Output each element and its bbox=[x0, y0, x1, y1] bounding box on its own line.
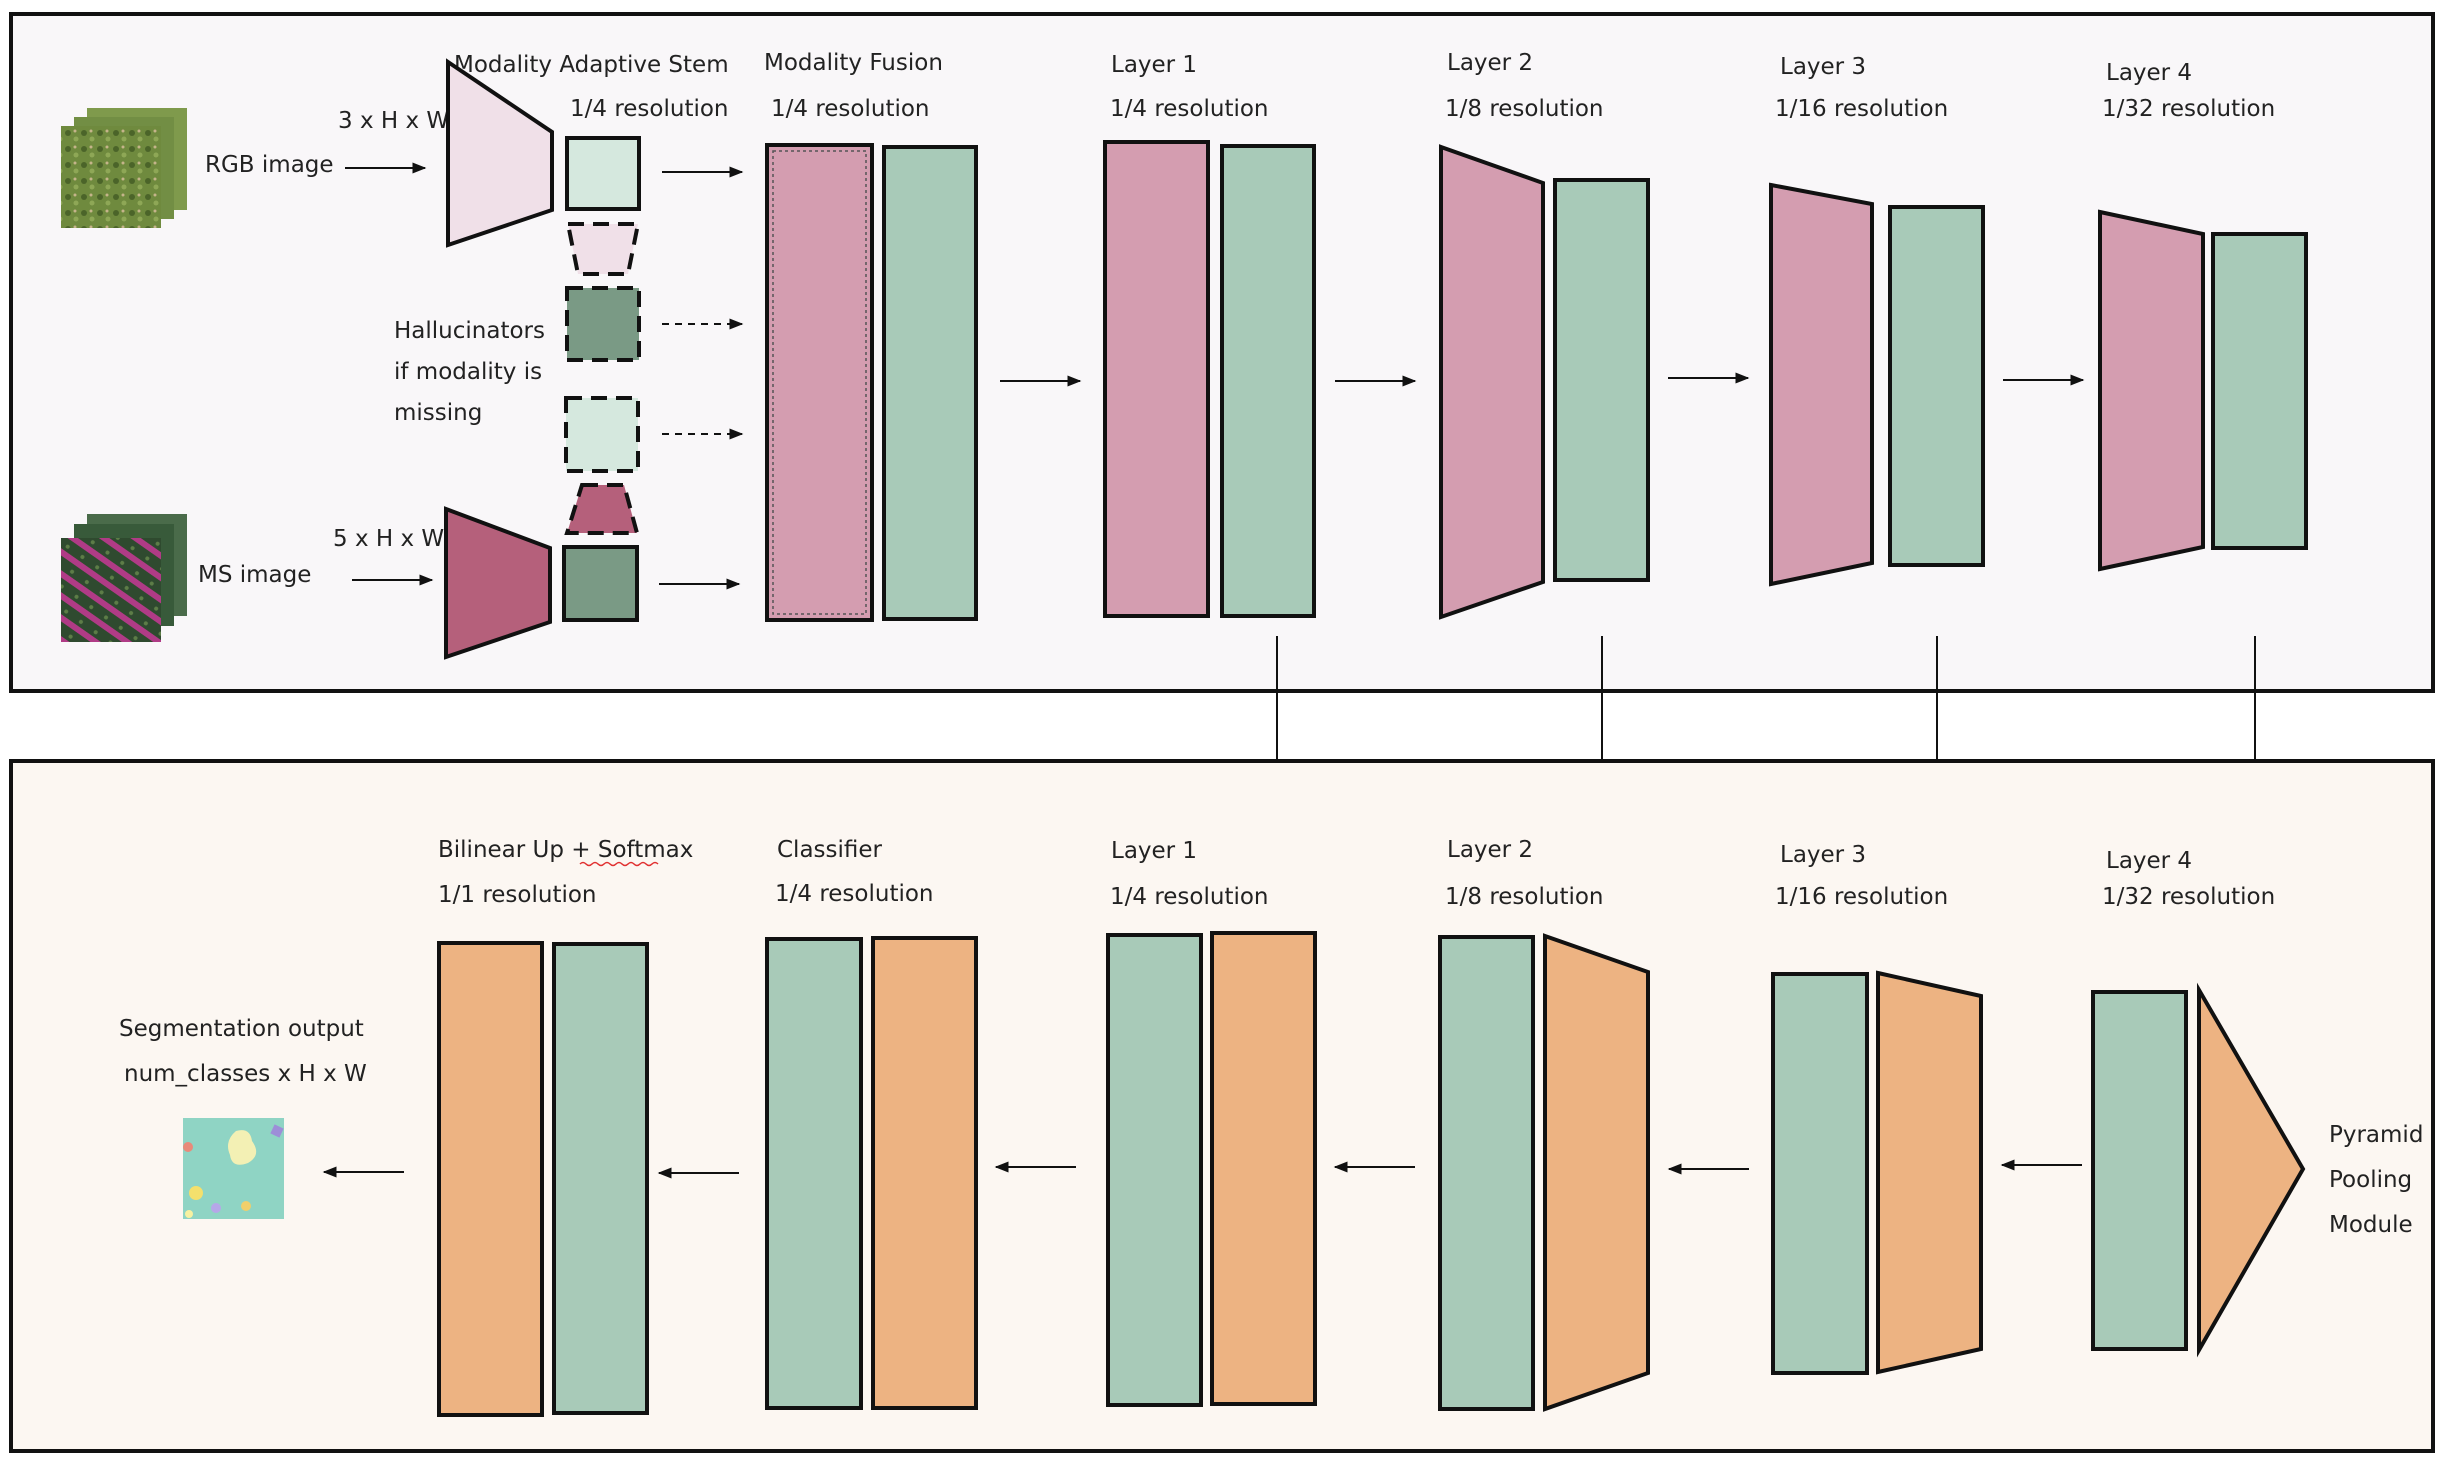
rgb-image bbox=[61, 126, 161, 228]
dec-layer2-block-green bbox=[1438, 935, 1535, 1411]
rgb-hallucinator-feature bbox=[565, 286, 641, 362]
enc-layer4-block-pink bbox=[2098, 209, 2205, 572]
ppm-triangle bbox=[2197, 982, 2306, 1358]
ms-image bbox=[61, 538, 161, 642]
segmentation-output-shape: num_classes x H x W bbox=[124, 1061, 367, 1087]
dec-layer1-title: Layer 1 bbox=[1111, 838, 1197, 864]
ppm-label-line1: Pyramid bbox=[2329, 1122, 2423, 1148]
rgb-image-stack bbox=[61, 108, 187, 228]
ms-stem-trapezoid bbox=[444, 506, 552, 660]
fusion-block-pink bbox=[765, 143, 874, 622]
dec-layer4-title: Layer 4 bbox=[2106, 848, 2192, 874]
stem-title: Modality Adaptive Stem bbox=[454, 52, 729, 78]
ppm-label-line3: Module bbox=[2329, 1212, 2413, 1238]
hallucinators-label-line3: missing bbox=[394, 400, 482, 426]
rgb-stem-output bbox=[565, 136, 641, 211]
enc-layer1-resolution: 1/4 resolution bbox=[1110, 96, 1269, 122]
upsample-block-green bbox=[552, 942, 649, 1415]
dec-layer1-resolution: 1/4 resolution bbox=[1110, 884, 1269, 910]
dec-layer1-block-orange bbox=[1210, 931, 1317, 1406]
ms-image-label: MS image bbox=[198, 562, 311, 588]
ms-hallucinator-trapezoid bbox=[564, 483, 640, 535]
enc-layer4-resolution: 1/32 resolution bbox=[2102, 96, 2275, 122]
rgb-hallucinator-trapezoid bbox=[565, 222, 641, 276]
segmentation-class-red bbox=[183, 1142, 193, 1152]
upsample-title-main: Bilinear Up + bbox=[438, 837, 598, 863]
stem-resolution: 1/4 resolution bbox=[570, 96, 729, 122]
enc-layer1-block-green bbox=[1220, 144, 1316, 618]
segmentation-output-image bbox=[183, 1118, 284, 1219]
ms-hallucinator-feature bbox=[564, 396, 640, 473]
segmentation-class-purple bbox=[270, 1124, 284, 1138]
enc-layer2-resolution: 1/8 resolution bbox=[1445, 96, 1604, 122]
dec-layer3-resolution: 1/16 resolution bbox=[1775, 884, 1948, 910]
ppm-label-line2: Pooling bbox=[2329, 1167, 2412, 1193]
enc-layer2-block-pink bbox=[1439, 144, 1545, 620]
fusion-block-green bbox=[882, 145, 978, 621]
classifier-block-orange bbox=[871, 936, 978, 1410]
upsample-resolution: 1/1 resolution bbox=[438, 882, 597, 908]
hallucinators-label-line1: Hallucinators bbox=[394, 318, 545, 344]
segmentation-output-title: Segmentation output bbox=[119, 1016, 364, 1042]
encoder-panel: RGB image 3 x H x W MS image 5 x H x W M… bbox=[9, 12, 2435, 693]
enc-layer3-block-pink bbox=[1769, 182, 1874, 587]
ms-image-stack bbox=[61, 514, 187, 642]
fusion-block-inner-border bbox=[772, 150, 867, 615]
dec-layer1-block-green bbox=[1106, 933, 1203, 1407]
spellcheck-squiggle bbox=[579, 861, 659, 867]
dec-layer2-resolution: 1/8 resolution bbox=[1445, 884, 1604, 910]
dec-layer3-block-green bbox=[1771, 972, 1869, 1375]
enc-layer4-title: Layer 4 bbox=[2106, 60, 2192, 86]
segmentation-class-yellow bbox=[189, 1186, 203, 1200]
hallucinators-label-line2: if modality is bbox=[394, 359, 542, 385]
upsample-block-orange bbox=[437, 941, 544, 1417]
decoder-panel: Segmentation output num_classes x H x W … bbox=[9, 759, 2435, 1453]
upsample-title-softmax: Softmax bbox=[598, 837, 694, 863]
segmentation-map bbox=[183, 1118, 284, 1219]
segmentation-class-yellow-blob bbox=[228, 1130, 257, 1165]
rgb-image-label: RGB image bbox=[205, 152, 334, 178]
ms-stem-output bbox=[562, 545, 639, 622]
rgb-stem-trapezoid bbox=[446, 58, 554, 248]
classifier-resolution: 1/4 resolution bbox=[775, 881, 934, 907]
dec-layer3-block-orange bbox=[1876, 970, 1983, 1375]
classifier-block-green bbox=[765, 937, 863, 1410]
dec-layer2-block-orange bbox=[1543, 933, 1650, 1412]
dec-layer4-resolution: 1/32 resolution bbox=[2102, 884, 2275, 910]
dec-layer3-title: Layer 3 bbox=[1780, 842, 1866, 868]
segmentation-class-pale bbox=[185, 1210, 193, 1218]
enc-layer3-title: Layer 3 bbox=[1780, 54, 1866, 80]
segmentation-class-lilac bbox=[211, 1203, 221, 1213]
enc-layer2-block-green bbox=[1553, 178, 1650, 582]
fusion-resolution: 1/4 resolution bbox=[771, 96, 930, 122]
classifier-title: Classifier bbox=[777, 837, 883, 863]
enc-layer4-block-green bbox=[2211, 232, 2308, 550]
enc-layer3-resolution: 1/16 resolution bbox=[1775, 96, 1948, 122]
rgb-shape-label: 3 x H x W bbox=[338, 108, 449, 134]
enc-layer3-block-green bbox=[1888, 205, 1985, 567]
ms-shape-label: 5 x H x W bbox=[333, 526, 444, 552]
enc-layer1-title: Layer 1 bbox=[1111, 52, 1197, 78]
dec-layer2-title: Layer 2 bbox=[1447, 837, 1533, 863]
upsample-title: Bilinear Up + Softmax bbox=[438, 837, 693, 863]
fusion-title: Modality Fusion bbox=[764, 50, 943, 76]
enc-layer1-block-pink bbox=[1103, 140, 1210, 618]
enc-layer2-title: Layer 2 bbox=[1447, 50, 1533, 76]
segmentation-class-gold bbox=[241, 1201, 251, 1211]
dec-layer4-block-green bbox=[2091, 990, 2188, 1351]
